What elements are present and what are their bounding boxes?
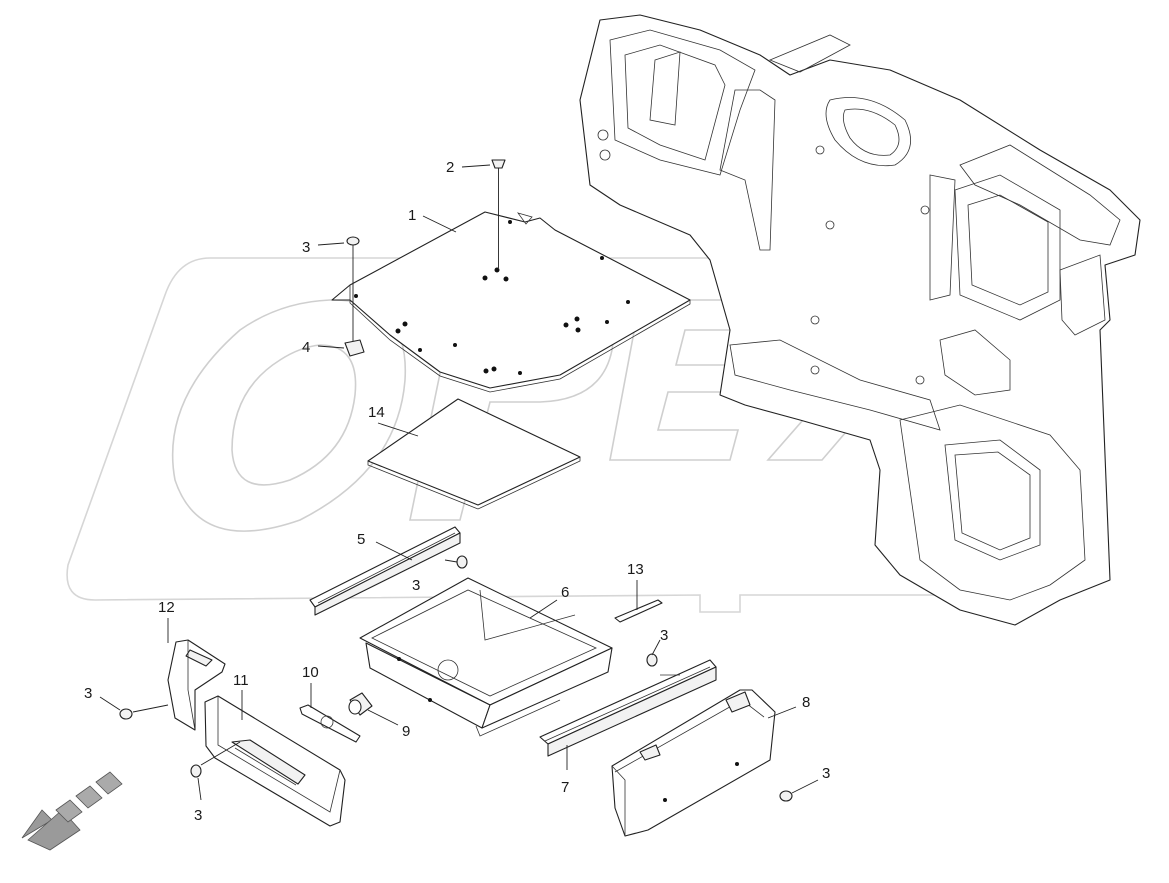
part-9-fitting	[348, 692, 373, 716]
part-3-screw-rail5	[444, 555, 468, 569]
callout-labels: 1 2 3 4 14 5 3 6 13 3 12 3 11 10 9 7 8 3…	[84, 159, 830, 824]
part-10-bracket	[299, 704, 361, 743]
callout-3-bottom-left: 3	[194, 807, 202, 824]
callout-2: 2	[446, 159, 454, 176]
part-3-screw-bottom-right	[779, 790, 793, 802]
callout-4: 4	[302, 339, 310, 356]
part-13-strip	[614, 599, 663, 623]
part-5-left-rail	[309, 526, 461, 616]
callout-1: 1	[408, 207, 416, 224]
part-3-screw-top	[346, 236, 360, 347]
callout-11: 11	[233, 672, 249, 689]
callout-3-rail5: 3	[412, 577, 420, 594]
part-3-screw-bottom-left	[190, 764, 202, 778]
callout-7: 7	[561, 779, 569, 796]
part-11-front-panel	[204, 695, 346, 827]
callout-3-top: 3	[302, 239, 310, 256]
callout-13: 13	[627, 561, 644, 578]
direction-arrow-icon	[21, 771, 123, 851]
leader-lines	[99, 164, 819, 801]
part-14-mat	[367, 398, 581, 510]
part-12-side-cap	[167, 639, 226, 731]
part-3-screw-right	[646, 653, 658, 667]
callout-10: 10	[302, 664, 319, 681]
callout-8: 8	[802, 694, 810, 711]
callout-5: 5	[357, 531, 365, 548]
cab-rear-wall	[579, 14, 1141, 626]
callout-3-right: 3	[660, 627, 668, 644]
callout-12: 12	[158, 599, 175, 616]
part-1-cover-plate	[331, 211, 691, 393]
callout-14: 14	[368, 404, 385, 421]
callout-3-bottom-right: 3	[822, 765, 830, 782]
callout-6: 6	[561, 584, 569, 601]
part-3-screw-left	[119, 708, 133, 720]
callout-3-left: 3	[84, 685, 92, 702]
part-2-screw	[491, 159, 506, 268]
part-6-drawer-box	[359, 577, 613, 737]
part-4-clip-nut	[344, 339, 365, 357]
part-7-right-rail	[539, 659, 717, 757]
part-8-side-cover	[611, 689, 776, 837]
callout-9: 9	[402, 723, 410, 740]
